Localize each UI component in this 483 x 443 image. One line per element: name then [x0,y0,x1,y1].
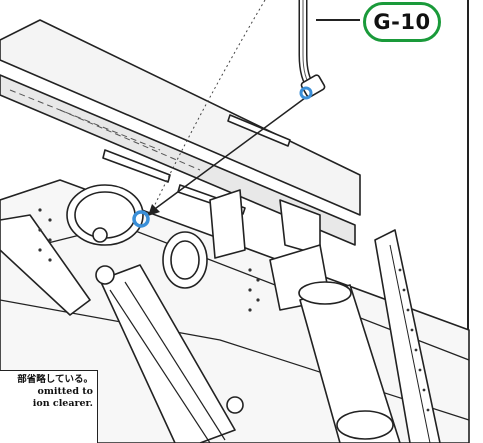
part-number-text: G-10 [373,10,431,34]
pipe-fitting [300,74,326,98]
note-line-1: 部省略している。 [17,374,93,385]
hydraulic-cylinder [99,264,236,443]
part-number-label: G-10 [363,2,441,42]
port-marker [132,210,150,228]
upper-frame-rail-inner [0,74,356,246]
rail-slot [102,149,171,183]
note-line-3: ion clearer. [32,398,93,409]
rail-slot [227,114,291,147]
note-box: 部省略している。 omitted to ion clearer. [0,370,98,443]
cylinder-pivot [95,265,115,285]
page-frame [467,0,469,443]
callout-arrowhead [148,204,160,216]
upper-frame-rail [0,19,361,216]
bracket [209,189,246,259]
reference-dotted-line [149,0,266,216]
callout-leader [147,97,306,215]
note-line-2: omitted to [37,386,94,397]
fitting-marker [299,86,313,100]
left-strut [0,214,91,316]
